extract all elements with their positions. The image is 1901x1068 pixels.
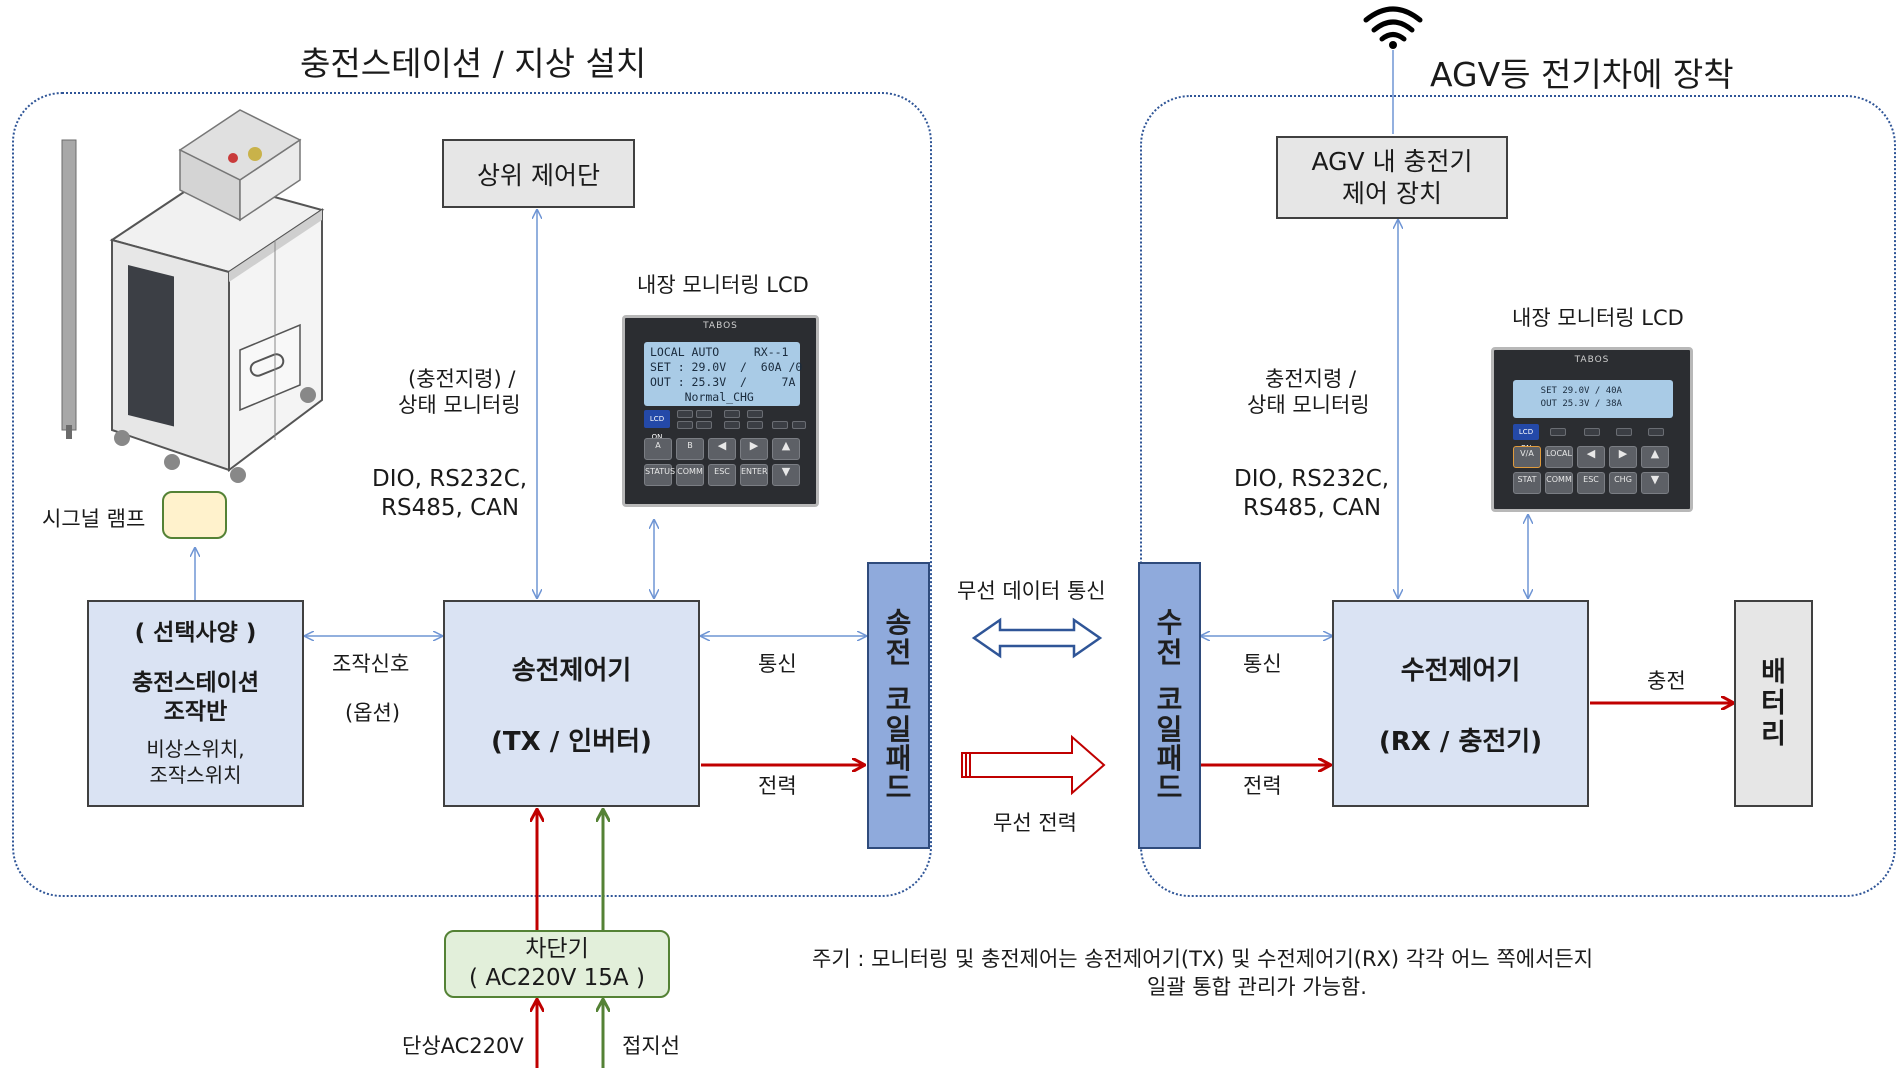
rx-key-comm[interactable]: COMM	[1545, 472, 1573, 494]
tx-lcd-brand: TABOS	[703, 321, 738, 331]
tx-key-a[interactable]: A	[644, 438, 672, 460]
wireless-data-label: 무선 데이터 통신	[957, 579, 1106, 603]
tx-lcd-screen: LOCAL AUTO RX--1 SET : 29.0V / 60A /0 OU…	[644, 342, 802, 406]
agv-controller-box: AGV 내 충전기 제어 장치	[1276, 136, 1508, 219]
signal-lamp	[162, 491, 227, 539]
rx-key-va[interactable]: V/A	[1513, 446, 1541, 468]
tx-key-enter[interactable]: ENTER	[740, 464, 768, 486]
breaker-rating: ( AC220V 15A )	[469, 965, 645, 991]
tx-controller-title: 송전제어기	[511, 655, 632, 686]
option-label: (옵션)	[345, 701, 401, 725]
rx-lcd-panel: TABOS SET 29.0V / 40A OUT 25.3V / 38A LC…	[1491, 347, 1693, 512]
agv-controller-title-1: AGV 내 충전기	[1311, 147, 1473, 177]
tx-key-comm[interactable]: COMM	[676, 464, 704, 486]
rx-controller-title: 수전제어기	[1400, 655, 1521, 686]
tx-controller-box: 송전제어기 (TX / 인버터)	[443, 600, 700, 807]
tx-lcd-label: 내장 모니터링 LCD	[637, 273, 809, 297]
rx-key-chg[interactable]: CHG	[1609, 472, 1637, 494]
tx-key-status[interactable]: STATUS	[644, 464, 675, 486]
tx-monitor-label-1: (충전지령) /	[408, 367, 516, 391]
agv-controller-title-2: 제어 장치	[1342, 178, 1442, 208]
tx-monitor-label-2: 상태 모니터링	[398, 393, 521, 417]
ground-station-title: 충전스테이션 / 지상 설치	[300, 44, 647, 83]
rx-monitor-label-1: 충전지령 /	[1265, 367, 1357, 391]
tx-comm-label: 통신	[758, 652, 797, 676]
rx-key-down[interactable]: ▼	[1641, 472, 1669, 494]
control-signal-label: 조작신호	[332, 652, 410, 676]
rx-lcd-screen: SET 29.0V / 40A OUT 25.3V / 38A	[1513, 380, 1673, 418]
rx-key-esc[interactable]: ESC	[1577, 472, 1605, 494]
rx-protocols-1: DIO, RS232C,	[1234, 466, 1390, 492]
operation-panel-option: ( 선택사양 )	[134, 619, 257, 646]
tx-controller-subtitle: (TX / 인버터)	[491, 726, 652, 757]
wireless-power-arrow	[961, 734, 1106, 796]
operation-panel-title-2: 조작반	[163, 699, 228, 726]
rx-lcd-label: 내장 모니터링 LCD	[1512, 306, 1684, 330]
rx-protocols-2: RS485, CAN	[1243, 495, 1382, 521]
operation-panel-box: ( 선택사양 ) 충전스테이션 조작반 비상스위치, 조작스위치	[87, 600, 304, 807]
ground-station-zone	[12, 92, 932, 897]
rx-controller-subtitle: (RX / 충전기)	[1378, 726, 1543, 757]
rx-monitor-label-2: 상태 모니터링	[1247, 393, 1370, 417]
footnote-line-1: 주기 : 모니터링 및 충전제어는 송전제어기(TX) 및 수전제어기(RX) …	[812, 947, 1594, 971]
operation-panel-title-1: 충전스테이션	[132, 669, 259, 696]
tx-protocols-1: DIO, RS232C,	[372, 466, 528, 492]
upper-controller-box: 상위 제어단	[442, 139, 635, 208]
breaker-box: 차단기 ( AC220V 15A )	[444, 930, 670, 998]
rx-lcd-on-button[interactable]: LCD ON	[1513, 424, 1539, 452]
tx-key-esc[interactable]: ESC	[708, 464, 736, 486]
upper-controller-label: 상위 제어단	[477, 160, 600, 190]
tx-protocols-2: RS485, CAN	[381, 495, 520, 521]
tx-key-left[interactable]: ◀	[708, 438, 736, 460]
operation-panel-detail-2: 조작스위치	[149, 763, 242, 788]
rx-comm-label: 통신	[1243, 652, 1282, 676]
rx-controller-box: 수전제어기 (RX / 충전기)	[1332, 600, 1589, 807]
charge-label: 충전	[1647, 669, 1686, 693]
rx-key-up[interactable]: ▲	[1641, 446, 1669, 468]
wireless-power-label: 무선 전력	[993, 811, 1077, 835]
tx-key-down[interactable]: ▼	[772, 464, 800, 486]
tx-key-right[interactable]: ▶	[740, 438, 768, 460]
operation-panel-detail-1: 비상스위치,	[146, 737, 245, 762]
footnote-line-2: 일괄 통합 관리가 가능함.	[1147, 975, 1367, 999]
rx-key-local[interactable]: LOCAL	[1545, 446, 1573, 468]
breaker-title: 차단기	[525, 936, 589, 963]
ground-label: 접지선	[622, 1034, 680, 1058]
tx-key-up[interactable]: ▲	[772, 438, 800, 460]
rx-key-stat[interactable]: STAT	[1513, 472, 1541, 494]
vehicle-title: AGV등 전기차에 장착	[1430, 55, 1734, 94]
wifi-icon	[1363, 6, 1423, 49]
rx-lcd-brand: TABOS	[1574, 355, 1610, 365]
tx-lcd-panel: TABOS LOCAL AUTO RX--1 SET : 29.0V / 60A…	[622, 315, 819, 507]
charging-station-illustration	[61, 109, 325, 483]
rx-key-right[interactable]: ▶	[1609, 446, 1637, 468]
rx-power-label: 전력	[1243, 774, 1282, 798]
vehicle-zone	[1140, 95, 1896, 897]
tx-lcd-on-button[interactable]: LCD ON	[644, 410, 670, 441]
signal-lamp-label: 시그널 램프	[42, 507, 146, 531]
tx-key-b[interactable]: B	[676, 438, 704, 460]
single-phase-label: 단상AC220V	[402, 1034, 524, 1058]
wireless-data-arrow	[971, 617, 1103, 659]
tx-power-label: 전력	[758, 774, 797, 798]
rx-key-left[interactable]: ◀	[1577, 446, 1605, 468]
